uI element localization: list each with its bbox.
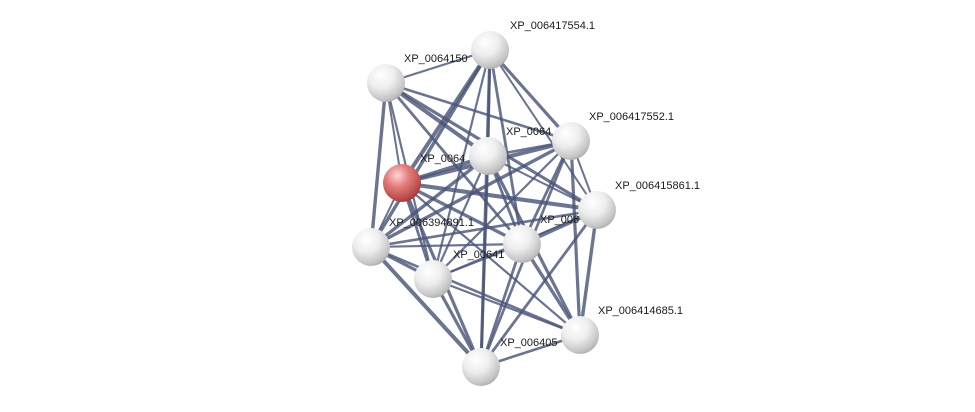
edge-n2-n3 <box>384 81 573 143</box>
edge-n2-n7 <box>369 81 388 249</box>
protein-label: XP_0064150 <box>404 53 468 65</box>
protein-node-n5[interactable]: XP_0064 <box>383 153 465 202</box>
protein-label: XP_006414685.1 <box>598 305 683 317</box>
protein-label: XP_006415861.1 <box>615 180 700 192</box>
protein-label: XP_006417554.1 <box>510 20 595 32</box>
protein-node-n8[interactable]: XP_006 <box>503 214 579 263</box>
protein-sphere[interactable] <box>471 31 509 69</box>
protein-label: XP_006394891.1 <box>389 217 474 229</box>
protein-node-n7[interactable]: XP_006394891.1 <box>352 217 474 266</box>
protein-sphere[interactable] <box>552 122 590 160</box>
query-protein-sphere[interactable] <box>383 164 421 202</box>
protein-node-n2[interactable]: XP_0064150 <box>367 53 468 102</box>
edge-n7-n10 <box>369 245 582 337</box>
protein-label: XP_00641 <box>453 249 504 261</box>
protein-node-n9[interactable]: XP_00641 <box>414 249 504 298</box>
edge-n4-n9 <box>431 154 490 281</box>
edge-n6-n10 <box>578 208 599 337</box>
edge-layer <box>369 48 599 369</box>
edge-n1-n6 <box>489 49 598 211</box>
protein-node-n6[interactable]: XP_006415861.1 <box>578 180 700 229</box>
protein-node-n4[interactable]: XP_0064 <box>469 126 551 175</box>
protein-label: XP_006405 <box>500 337 558 349</box>
protein-sphere[interactable] <box>352 228 390 266</box>
protein-sphere[interactable] <box>578 191 616 229</box>
protein-sphere[interactable] <box>367 64 405 102</box>
edge-n2-n8 <box>384 81 524 246</box>
edge-n4-n7 <box>369 154 490 249</box>
protein-label: XP_0064 <box>420 153 465 165</box>
protein-label: XP_006417552.1 <box>589 111 674 123</box>
edge-n1-n3 <box>488 48 573 143</box>
edge-n5-n6 <box>400 181 599 212</box>
edge-n1-n7 <box>369 48 492 249</box>
edge-n2-n4 <box>384 81 490 158</box>
protein-sphere[interactable] <box>503 225 541 263</box>
edge-n3-n9 <box>431 139 573 281</box>
protein-sphere[interactable] <box>462 348 500 386</box>
edge-n4-n11 <box>479 154 490 369</box>
protein-node-n10[interactable]: XP_006414685.1 <box>561 305 683 354</box>
edge-n6-n7 <box>369 208 599 249</box>
protein-sphere[interactable] <box>414 260 452 298</box>
edge-n7-n11 <box>369 245 483 369</box>
edge-n6-n11 <box>479 208 599 369</box>
node-layer: XP_006417554.1XP_0064150XP_006417552.1XP… <box>352 20 700 386</box>
protein-sphere[interactable] <box>561 316 599 354</box>
protein-label: XP_006 <box>540 214 579 226</box>
edge-n7-n8 <box>369 242 524 249</box>
protein-node-n11[interactable]: XP_006405 <box>462 337 558 386</box>
protein-sphere[interactable] <box>469 137 507 175</box>
protein-node-n3[interactable]: XP_006417552.1 <box>552 111 674 160</box>
edge-n9-n10 <box>431 277 582 337</box>
edge-n5-n8 <box>400 181 524 246</box>
protein-node-n1[interactable]: XP_006417554.1 <box>471 20 595 69</box>
edge-n5-n10 <box>400 181 582 337</box>
edge-n4-n6 <box>487 155 598 211</box>
protein-label: XP_0064 <box>506 126 551 138</box>
